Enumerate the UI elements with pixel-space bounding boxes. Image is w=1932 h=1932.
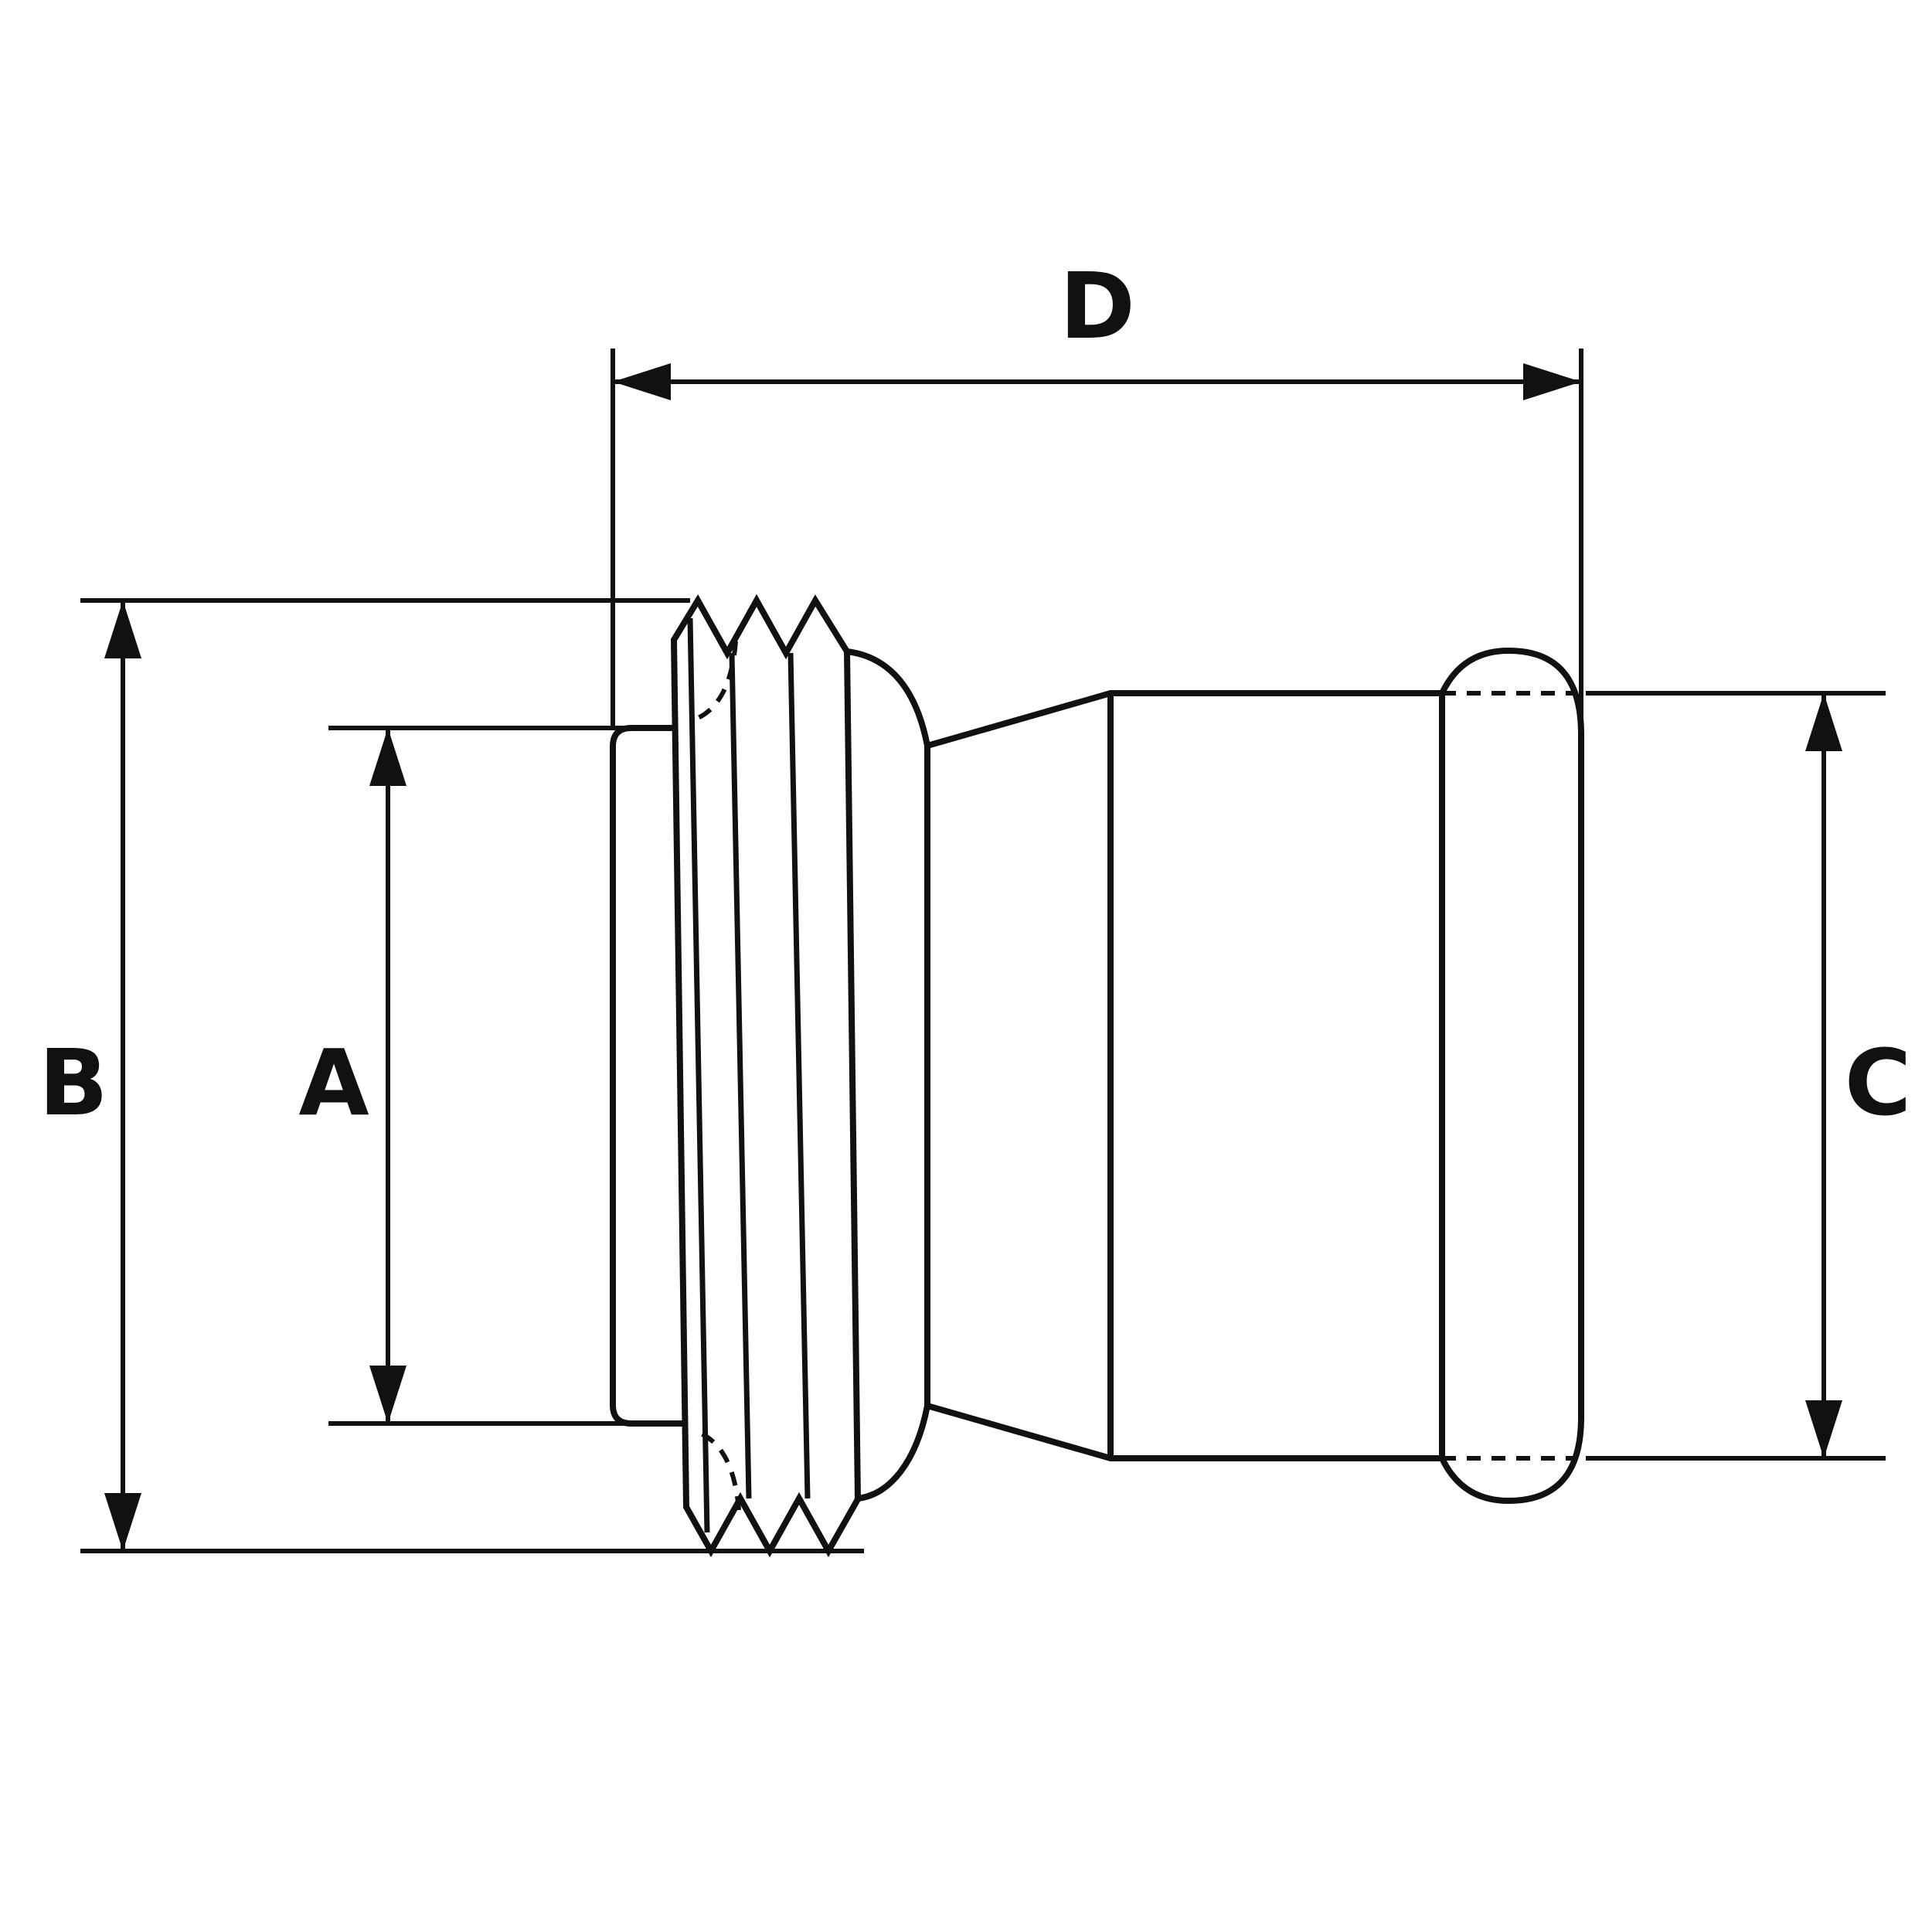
thread-root-arc-top xyxy=(691,641,738,723)
dimension-d: D xyxy=(611,253,1583,733)
dimension-label-d: D xyxy=(1060,253,1135,359)
arrowhead-up xyxy=(1805,693,1842,751)
threaded-flange-outline xyxy=(670,594,862,1558)
body-outline xyxy=(846,647,1584,1505)
arrowhead-right xyxy=(1523,363,1581,400)
dimension-a: A xyxy=(298,726,685,1426)
drawing-root: D B A xyxy=(39,253,1912,1558)
dimension-label-c: C xyxy=(1845,1029,1912,1136)
thread-line-2 xyxy=(729,652,752,1499)
dimension-c: C xyxy=(1586,691,1912,1461)
dimension-b: B xyxy=(39,598,864,1553)
thread-line-3 xyxy=(787,652,811,1499)
thread-root-arc-bottom xyxy=(694,1429,741,1511)
part-view xyxy=(610,594,1584,1558)
arrowhead-down xyxy=(1805,1400,1842,1458)
arrowhead-down xyxy=(104,1493,141,1551)
dimension-label-b: B xyxy=(39,1029,108,1136)
arrowhead-down xyxy=(369,1366,406,1423)
arrowhead-up xyxy=(369,728,406,786)
thread-line-1 xyxy=(687,617,710,1533)
dimension-label-a: A xyxy=(298,1029,369,1136)
arrowhead-up xyxy=(104,600,141,658)
arrowhead-left xyxy=(613,363,671,400)
